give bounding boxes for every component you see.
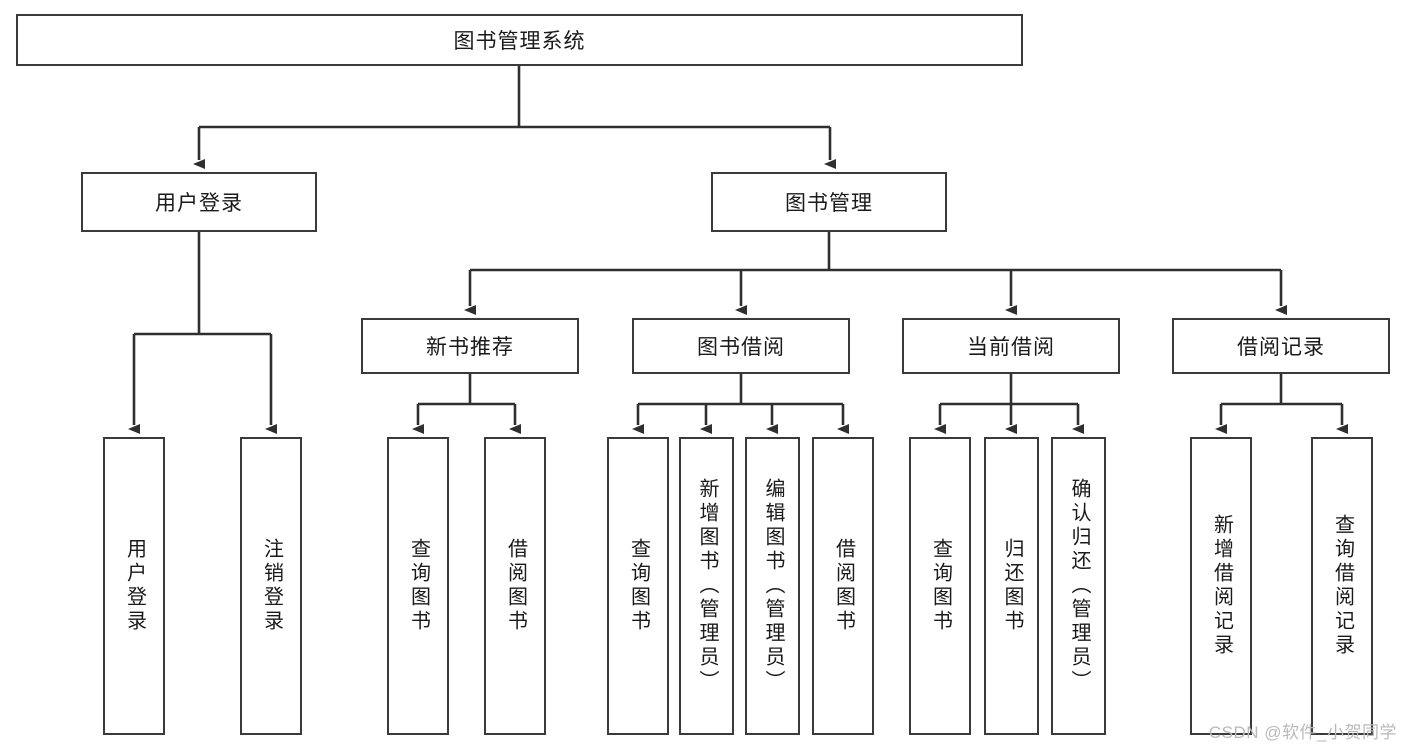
- node-leaf-borrow-book-label: 借阅图书: [832, 538, 855, 634]
- node-leaf-logout-label: 注销登录: [260, 538, 283, 634]
- node-book-manage-label: 图书管理: [785, 192, 873, 215]
- node-leaf-query-book-rec-label: 查询图书: [407, 538, 430, 634]
- node-leaf-query-record-label: 查询借阅记录: [1331, 514, 1354, 658]
- node-leaf-query-book-cur-label: 查询图书: [929, 538, 952, 634]
- node-leaf-confirm-return[interactable]: 确认归还（管理员）: [1051, 437, 1106, 735]
- watermark: CSDN @软件_小贺同学: [1208, 723, 1397, 742]
- node-borrow-record[interactable]: 借阅记录: [1172, 318, 1390, 374]
- node-leaf-add-record[interactable]: 新增借阅记录: [1190, 437, 1252, 735]
- node-leaf-query-book-bor-label: 查询图书: [627, 538, 650, 634]
- node-leaf-add-record-label: 新增借阅记录: [1210, 514, 1233, 658]
- node-current-borrow-label: 当前借阅: [967, 336, 1055, 359]
- node-leaf-user-login[interactable]: 用户登录: [103, 437, 165, 735]
- node-leaf-confirm-return-label: 确认归还（管理员）: [1068, 478, 1090, 694]
- node-leaf-logout[interactable]: 注销登录: [240, 437, 302, 735]
- node-book-manage[interactable]: 图书管理: [711, 172, 947, 232]
- node-leaf-query-book-rec[interactable]: 查询图书: [387, 437, 449, 735]
- node-new-book-rec[interactable]: 新书推荐: [361, 318, 579, 374]
- node-leaf-return-book-label: 归还图书: [1001, 538, 1023, 634]
- node-leaf-add-book[interactable]: 新增图书（管理员）: [679, 437, 734, 735]
- node-leaf-return-book[interactable]: 归还图书: [984, 437, 1039, 735]
- node-leaf-query-record[interactable]: 查询借阅记录: [1311, 437, 1373, 735]
- node-current-borrow[interactable]: 当前借阅: [902, 318, 1120, 374]
- node-leaf-edit-book-label: 编辑图书（管理员）: [762, 478, 784, 694]
- node-user-login-label: 用户登录: [155, 192, 243, 215]
- node-borrow-record-label: 借阅记录: [1237, 336, 1325, 359]
- node-leaf-borrow-book-rec-label: 借阅图书: [504, 538, 527, 634]
- node-leaf-borrow-book[interactable]: 借阅图书: [812, 437, 874, 735]
- node-leaf-borrow-book-rec[interactable]: 借阅图书: [484, 437, 546, 735]
- node-root[interactable]: 图书管理系统: [16, 14, 1023, 66]
- node-book-borrow[interactable]: 图书借阅: [632, 318, 850, 374]
- node-leaf-query-book-bor[interactable]: 查询图书: [607, 437, 669, 735]
- node-root-label: 图书管理系统: [453, 30, 586, 53]
- node-book-borrow-label: 图书借阅: [697, 336, 785, 359]
- node-leaf-add-book-label: 新增图书（管理员）: [696, 478, 718, 694]
- node-leaf-edit-book[interactable]: 编辑图书（管理员）: [745, 437, 800, 735]
- node-leaf-query-book-cur[interactable]: 查询图书: [909, 437, 971, 735]
- node-new-book-rec-label: 新书推荐: [426, 336, 514, 359]
- node-leaf-user-login-label: 用户登录: [123, 538, 146, 634]
- node-user-login[interactable]: 用户登录: [81, 172, 317, 232]
